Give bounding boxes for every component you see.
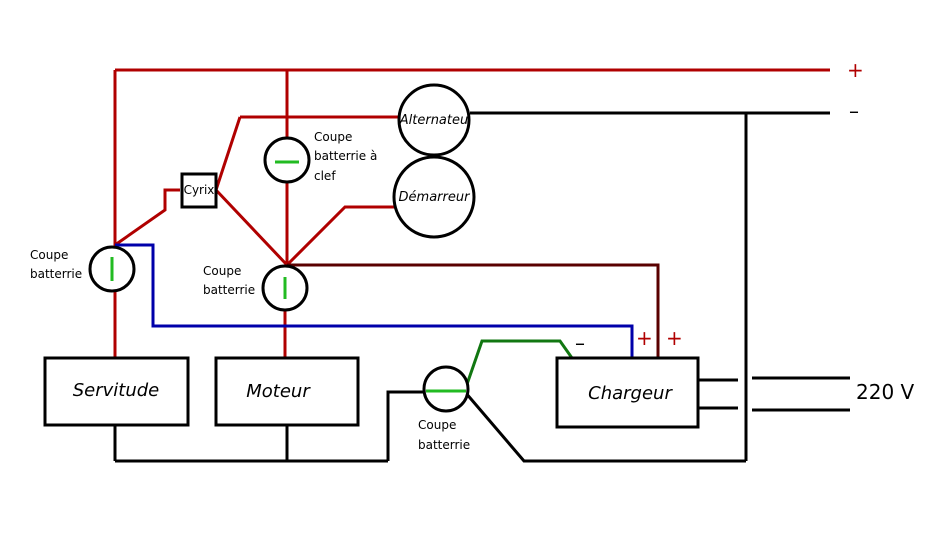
servitude-label: Servitude — [73, 380, 160, 401]
cyrix-box — [180, 172, 218, 209]
key-switch — [263, 136, 311, 184]
alternateur-label: Alternateu — [399, 113, 469, 128]
left-switch — [88, 245, 136, 293]
key-switch-label-2: batterrie à — [314, 149, 377, 163]
charger-plus-sign-2: + — [666, 326, 683, 350]
charger-negative-wire — [463, 339, 574, 391]
chargeur-label: Chargeur — [588, 383, 673, 404]
mains-voltage-label: 220 V — [856, 380, 915, 404]
charger-minus-sign: – — [575, 331, 585, 355]
cyrix-label: Cyrix — [184, 183, 215, 197]
chargeur-box — [555, 356, 700, 429]
key-switch-label-3: clef — [314, 169, 336, 183]
alternateur-circle — [397, 83, 471, 157]
demarreur-circle — [392, 155, 476, 239]
brown-wire — [287, 263, 660, 358]
positive-wires — [113, 68, 830, 358]
negative-wires — [113, 111, 850, 463]
demarreur-label: Démarreur — [399, 190, 472, 205]
top-plus-sign: + — [847, 58, 864, 82]
center-switch-label-2: batterrie — [203, 283, 255, 297]
left-switch-label-2: batterrie — [30, 267, 82, 281]
center-switch-label-1: Coupe — [203, 264, 241, 278]
bottom-switch-label-1: Coupe — [418, 418, 456, 432]
bottom-switch-label-2: batterrie — [418, 438, 470, 452]
charger-plus-sign-1: + — [636, 326, 653, 350]
bottom-switch — [422, 365, 470, 413]
key-switch-label-1: Coupe — [314, 130, 352, 144]
servitude-box — [43, 356, 190, 427]
blue-wire — [115, 243, 634, 358]
moteur-box — [214, 356, 360, 427]
center-switch — [261, 264, 309, 312]
moteur-label: Moteur — [246, 381, 311, 402]
top-minus-sign: – — [849, 99, 859, 123]
left-switch-label-1: Coupe — [30, 248, 68, 262]
